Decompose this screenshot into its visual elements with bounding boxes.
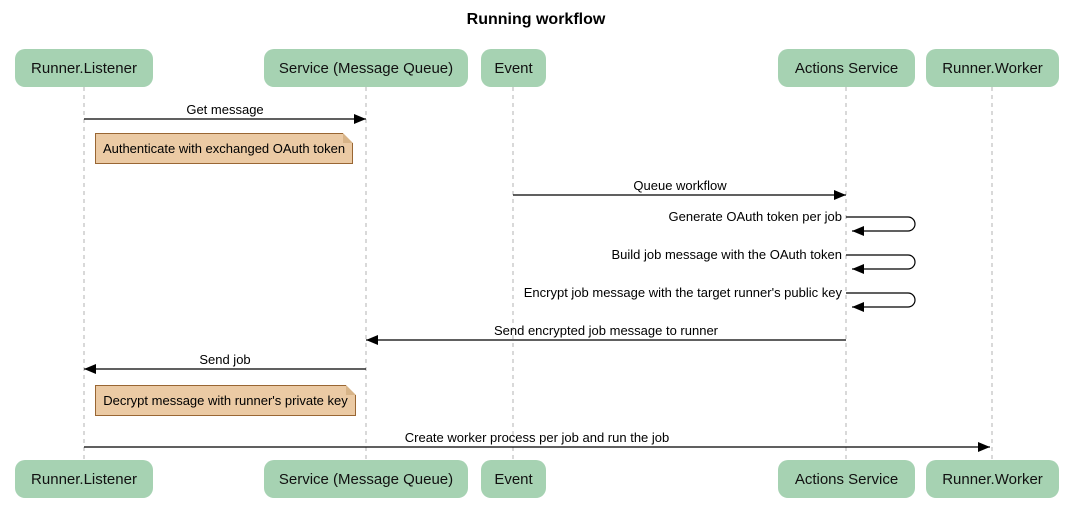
message-label-generate-token: Generate OAuth token per job (668, 209, 842, 224)
actor-label: Actions Service (794, 59, 899, 77)
actor-label: Event (494, 470, 533, 488)
actor-bottom-runner-listener: Runner.Listener (15, 460, 153, 498)
message-label-create-worker: Create worker process per job and run th… (404, 430, 670, 445)
note-text: Decrypt message with runner's private ke… (103, 393, 348, 408)
message-label-get-message: Get message (186, 102, 264, 117)
self-loop-generate-token (846, 216, 916, 236)
actor-label: Runner.Worker (942, 59, 1043, 77)
actor-bottom-service-queue: Service (Message Queue) (264, 460, 468, 498)
message-label-send-job: Send job (199, 352, 251, 367)
actor-bottom-actions-service: Actions Service (778, 460, 915, 498)
message-label-build-message: Build job message with the OAuth token (611, 247, 842, 262)
self-loop-build-message (846, 254, 916, 274)
self-loop-encrypt-message (846, 292, 916, 312)
actor-label: Service (Message Queue) (278, 470, 454, 488)
actor-top-runner-listener: Runner.Listener (15, 49, 153, 87)
note-authenticate: Authenticate with exchanged OAuth token (95, 133, 353, 164)
message-label-send-encrypted: Send encrypted job message to runner (493, 323, 719, 338)
actor-label: Service (Message Queue) (278, 59, 454, 77)
actor-bottom-event: Event (481, 460, 546, 498)
actor-label: Runner.Listener (31, 470, 137, 488)
actor-top-event: Event (481, 49, 546, 87)
diagram-title: Running workflow (466, 11, 606, 28)
actor-label: Runner.Listener (31, 59, 137, 77)
note-decrypt: Decrypt message with runner's private ke… (95, 385, 356, 416)
actor-label: Actions Service (794, 470, 899, 488)
actor-label: Event (494, 59, 533, 77)
message-label-queue-workflow: Queue workflow (633, 178, 727, 193)
actor-label: Runner.Worker (942, 470, 1043, 488)
message-label-encrypt-message: Encrypt job message with the target runn… (523, 285, 842, 300)
actor-top-actions-service: Actions Service (778, 49, 915, 87)
note-text: Authenticate with exchanged OAuth token (102, 141, 346, 156)
actor-bottom-runner-worker: Runner.Worker (926, 460, 1059, 498)
actor-top-runner-worker: Runner.Worker (926, 49, 1059, 87)
actor-top-service-queue: Service (Message Queue) (264, 49, 468, 87)
